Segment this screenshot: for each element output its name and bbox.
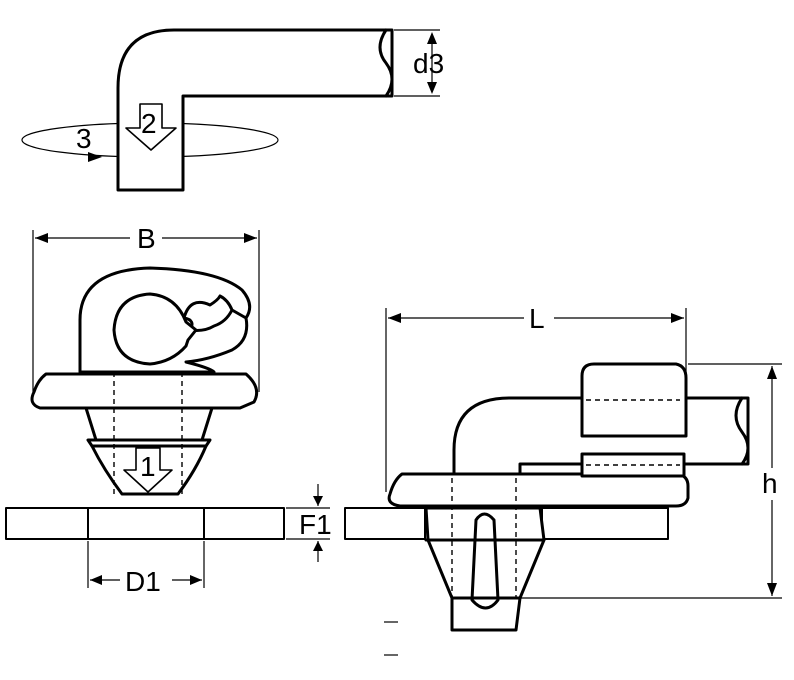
label-length: L	[529, 303, 545, 334]
rod-break	[378, 28, 394, 98]
label-rotation: 3	[76, 123, 92, 154]
left-panel: D1 F1	[5, 484, 332, 597]
insert-arrow-icon	[123, 447, 173, 493]
label-hole-diameter: D1	[125, 566, 161, 597]
press-arrow-icon	[125, 103, 177, 151]
rotation-arrowhead	[88, 152, 102, 162]
front-clip-view: B 1	[30, 223, 260, 496]
clip-c-opening	[112, 292, 198, 366]
label-step-press: 2	[141, 108, 157, 139]
label-d3: d3	[413, 48, 444, 79]
label-height: h	[762, 468, 778, 499]
clip-flange	[30, 372, 259, 410]
side-rod-break	[734, 396, 750, 466]
label-step-insert: 1	[140, 451, 156, 482]
label-width: B	[137, 223, 156, 254]
label-panel-thickness: F1	[299, 509, 332, 540]
side-assembled-view: L h	[344, 303, 786, 656]
top-rod-view: 2 3 d3	[21, 28, 444, 192]
side-flange	[387, 472, 690, 508]
clip-neck	[84, 406, 214, 442]
side-slot	[470, 512, 500, 610]
